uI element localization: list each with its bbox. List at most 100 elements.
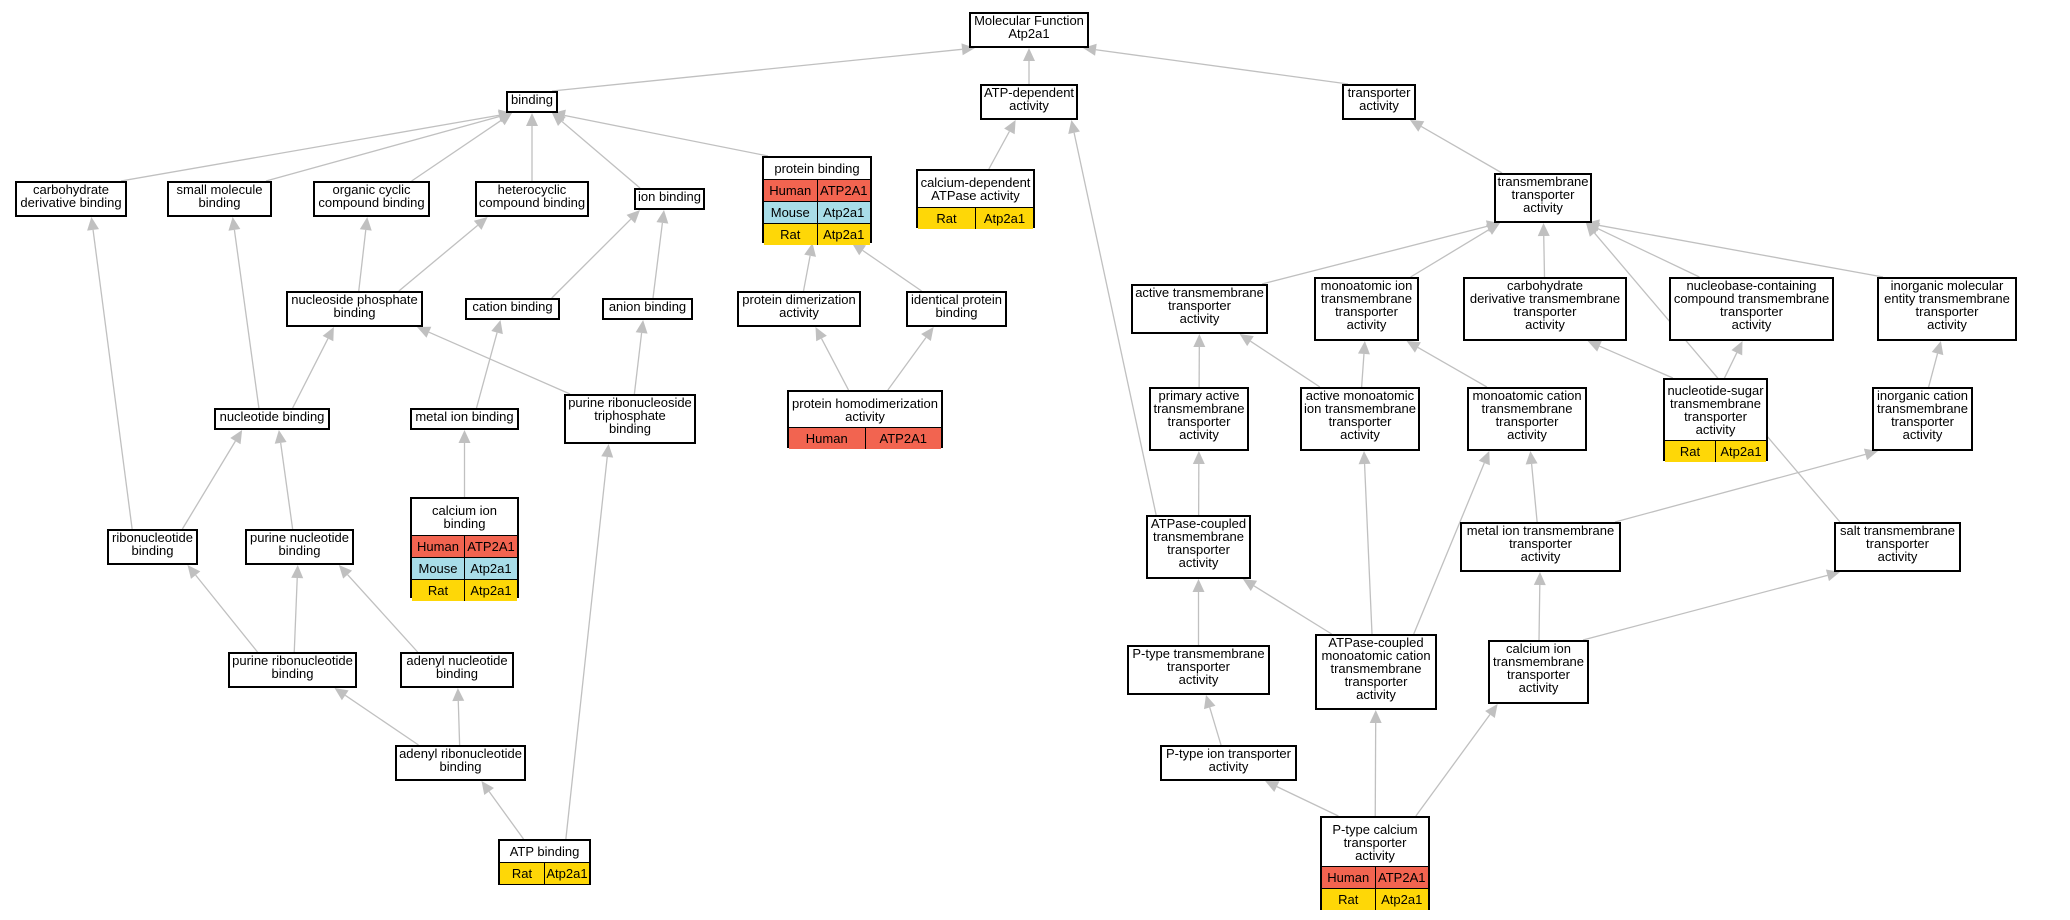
node-metal-ion-transmembrane-transporter-activity[interactable]: metal ion transmembrane transporter acti… xyxy=(1460,522,1621,572)
node-organic-cyclic-compound-binding[interactable]: organic cyclic compound binding xyxy=(313,181,430,217)
edge-nucb-to-nsp xyxy=(292,338,329,409)
edge-prothomo-to-protdim xyxy=(820,338,850,391)
node-molecular-function[interactable]: Molecular Function Atp2a1 xyxy=(969,12,1089,48)
node-active-monoatomic-ion-transmembrane-transporter-activity[interactable]: active monoatomic ion transmembrane tran… xyxy=(1300,387,1420,451)
node-monoatomic-cation-transmembrane-transporter-activity[interactable]: monoatomic cation transmembrane transpor… xyxy=(1467,387,1587,451)
node-ribonucleotide-binding[interactable]: ribonucleotide binding xyxy=(107,529,198,565)
node-primary-active-transmembrane-transporter-activity[interactable]: primary active transmembrane transporter… xyxy=(1149,387,1249,451)
node-protein-dimerization-activity[interactable]: protein dimerization activity xyxy=(737,291,861,327)
edge-adenylribo-to-purribonuc xyxy=(344,694,419,746)
node-adenyl-nucleotide-binding[interactable]: adenyl nucleotide binding xyxy=(400,652,514,688)
arrowhead-prothomo-to-identprot xyxy=(921,327,934,342)
node-ion-binding[interactable]: ion binding xyxy=(634,188,705,210)
node-metal-ion-binding[interactable]: metal ion binding xyxy=(410,408,519,430)
edge-purribonuc-to-ribonucb xyxy=(195,574,259,653)
node-p-type-calcium-transporter-activity[interactable]: P-type calcium transporter activity Huma… xyxy=(1320,816,1430,910)
node-transmembrane-transporter-activity[interactable]: transmembrane transporter activity xyxy=(1494,173,1592,223)
arrowhead-nucb-to-smallmol xyxy=(228,217,241,231)
node-p-type-ion-transporter-activity[interactable]: P-type ion transporter activity xyxy=(1160,745,1297,781)
node-purine-ribonucleotide-binding[interactable]: purine ribonucleotide binding xyxy=(228,652,357,688)
node-nucleobase-containing-compound-transmembrane-transporter-activity[interactable]: nucleobase-containing compound transmemb… xyxy=(1669,277,1834,341)
arrowhead-caionb-to-metalb xyxy=(458,430,471,443)
node-nucleotide-binding[interactable]: nucleotide binding xyxy=(214,408,330,430)
node-active-transmembrane-transporter-activity[interactable]: active transmembrane transporter activit… xyxy=(1131,284,1268,334)
edge-nsp-to-orgcyc xyxy=(358,229,367,292)
node-purine-nucleotide-binding[interactable]: purine nucleotide binding xyxy=(245,529,354,565)
node-salt-transmembrane-transporter-activity[interactable]: salt transmembrane transporter activity xyxy=(1834,522,1961,572)
node-nucleotide-sugar-transmembrane-transporter-activity[interactable]: nucleotide-sugar transmembrane transport… xyxy=(1663,378,1768,462)
arrowhead-nsp-to-orgcyc xyxy=(359,217,372,231)
arrowhead-carbtm-to-tmtrans xyxy=(1537,223,1550,237)
arrowhead-nsp-to-hetcyc xyxy=(473,217,488,230)
node-purine-ribonucleoside-triphosphate-binding[interactable]: purine ribonucleoside triphosphate bindi… xyxy=(564,394,696,444)
node-small-molecule-binding[interactable]: small molecule binding xyxy=(167,181,272,217)
edge-anion-to-ionb xyxy=(652,222,664,299)
node-p-type-transmembrane-transporter-activity[interactable]: P-type transmembrane transporter activit… xyxy=(1127,645,1270,695)
node-atp-dependent-activity[interactable]: ATP-dependent activity xyxy=(980,84,1078,120)
edge-binding-to-mf xyxy=(551,48,963,92)
edge-metaltm-to-inorgcat xyxy=(1614,453,1866,523)
arrowhead-atpasecoup-to-primactive xyxy=(1192,451,1205,465)
arrowhead-purribonuc-to-purnucb xyxy=(291,565,304,579)
arrowhead-cadep-to-atpdep xyxy=(1004,120,1016,135)
edge-atpasemono-to-activemono xyxy=(1363,463,1373,635)
arrowhead-adenylribo-to-adenylnuc xyxy=(452,688,465,702)
node-carbohydrate-derivative-binding[interactable]: carbohydrate derivative binding xyxy=(15,181,127,217)
arrowhead-atpasemono-to-monocation xyxy=(1478,451,1490,466)
arrowhead-tmtrans-to-transporter xyxy=(1410,120,1425,132)
edge-atpasemono-to-monocation xyxy=(1413,462,1485,635)
arrowhead-activemono-to-monoion xyxy=(1357,341,1370,355)
arrowhead-atpb-to-prtp xyxy=(601,444,614,458)
edge-activemono-to-monoion xyxy=(1360,353,1365,388)
node-adenyl-ribonucleotide-binding[interactable]: adenyl ribonucleotide binding xyxy=(395,745,526,781)
node-inorganic-cation-transmembrane-transporter-activity[interactable]: inorganic cation transmembrane transport… xyxy=(1872,387,1973,451)
arrowhead-nucsugar-to-carbtm xyxy=(1587,340,1602,352)
edge-ptypeca-to-caiontm xyxy=(1415,714,1491,817)
edge-monoion-to-tmtrans xyxy=(1410,229,1490,278)
node-anion-binding[interactable]: anion binding xyxy=(602,298,693,320)
node-calcium-ion-transmembrane-transporter-activity[interactable]: calcium ion transmembrane transporter ac… xyxy=(1488,640,1589,704)
arrowhead-caiontm-to-salttm xyxy=(1825,569,1840,582)
edge-metaltm-to-monocation xyxy=(1530,463,1538,523)
edge-ptypeca-to-ptypeion xyxy=(1276,786,1339,817)
arrowhead-primactive-to-activetm xyxy=(1193,334,1206,348)
edge-prtp-to-nsp xyxy=(428,331,571,395)
node-heterocyclic-compound-binding[interactable]: heterocyclic compound binding xyxy=(475,181,589,217)
node-binding[interactable]: binding xyxy=(506,91,558,113)
arrowhead-ribonucb-to-carb xyxy=(87,217,100,231)
node-atpase-coupled-transmembrane-transporter-activity[interactable]: ATPase-coupled transmembrane transporter… xyxy=(1146,515,1251,579)
edge-identprot-to-protb xyxy=(862,249,922,292)
edge-activetm-to-tmtrans xyxy=(1261,225,1488,285)
node-carbohydrate-derivative-transmembrane-transporter-activity[interactable]: carbohydrate derivative transmembrane tr… xyxy=(1463,277,1627,341)
edge-transporter-to-mf xyxy=(1095,49,1349,85)
edge-nucsugar-to-nucbase xyxy=(1723,352,1738,379)
node-inorganic-molecular-entity-transmembrane-transporter-activity[interactable]: inorganic molecular entity transmembrane… xyxy=(1877,277,2017,341)
arrowhead-identprot-to-protb xyxy=(851,243,866,256)
node-identical-protein-binding[interactable]: identical protein binding xyxy=(906,291,1007,327)
arrowhead-cation-to-ionb xyxy=(626,210,640,224)
arrowhead-salttm-to-tmtrans xyxy=(1586,223,1599,237)
node-cation-binding[interactable]: cation binding xyxy=(465,298,560,320)
arrowhead-caiontm-to-metaltm xyxy=(1533,572,1546,586)
node-atpase-coupled-monoatomic-cation-transmembrane-transporter-activity[interactable]: ATPase-coupled monoatomic cation transme… xyxy=(1315,634,1437,710)
node-transporter-activity[interactable]: transporter activity xyxy=(1342,84,1416,120)
arrowhead-nucsugar-to-nucbase xyxy=(1731,341,1743,356)
edge-atpasemono-to-atpasecoup xyxy=(1253,585,1332,635)
node-nucleoside-phosphate-binding[interactable]: nucleoside phosphate binding xyxy=(286,291,423,327)
edge-purribonuc-to-purnucb xyxy=(293,577,298,653)
edge-inorgcat-to-inorgmol xyxy=(1927,353,1939,388)
edge-nucsugar-to-carbtm xyxy=(1599,345,1674,379)
node-monoatomic-ion-transmembrane-transporter-activity[interactable]: monoatomic ion transmembrane transporter… xyxy=(1314,277,1419,341)
arrowhead-ptypetm-to-atpasecoup xyxy=(1192,579,1205,592)
edge-carbtm-to-tmtrans xyxy=(1543,235,1546,278)
